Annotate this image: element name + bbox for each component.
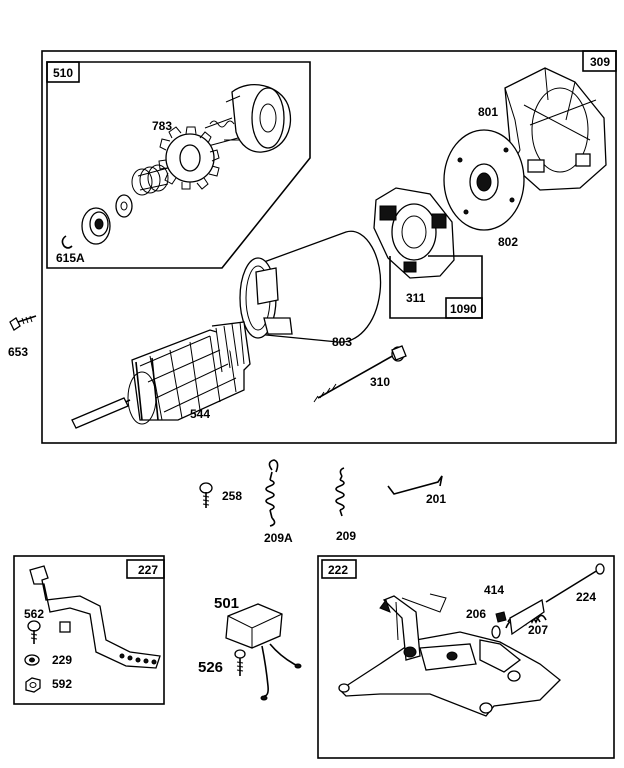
end-plate: [443, 129, 525, 231]
label-258: 258: [222, 489, 242, 503]
retaining-ring-615a: [61, 235, 73, 249]
label-209a: 209A: [264, 531, 293, 545]
box-222-label: 222: [328, 563, 348, 577]
label-783: 783: [152, 119, 172, 133]
label-544: 544: [190, 407, 210, 421]
drive-washer: [115, 194, 133, 218]
drive-kit-frame: [46, 61, 311, 269]
box-309-label: 309: [590, 55, 610, 69]
armature: [71, 321, 251, 429]
label-803: 803: [332, 335, 352, 349]
spring-207: [505, 598, 547, 636]
label-311: 311: [406, 291, 426, 305]
starter-assembly-frame: [41, 50, 617, 444]
box-1090-label: 1090: [450, 302, 477, 316]
drive-pinion-assembly: [158, 84, 292, 190]
spring-209: [335, 467, 345, 517]
label-206: 206: [466, 607, 486, 621]
label-201: 201: [426, 492, 446, 506]
label-209: 209: [336, 529, 356, 543]
box-309-tag: [582, 50, 617, 72]
label-592: 592: [52, 677, 72, 691]
governor-lever: [29, 565, 161, 669]
label-801: 801: [478, 105, 498, 119]
label-653: 653: [8, 345, 28, 359]
governor-lever-frame: [13, 555, 165, 705]
box-227-tag: [126, 559, 165, 579]
drive-spring: [131, 164, 169, 196]
label-501: 501: [214, 595, 239, 612]
nut-592: [25, 677, 41, 693]
screw-526: [234, 649, 246, 676]
drive-stop-nut: [81, 207, 111, 245]
box-227-label: 227: [138, 563, 158, 577]
label-615a: 615A: [56, 251, 85, 265]
bolt-653: [9, 315, 37, 331]
box-510-tag: [46, 61, 80, 83]
screw-562: [27, 620, 41, 644]
box-510-label: 510: [53, 66, 73, 80]
rectifier-501: [225, 603, 302, 701]
label-562: 562: [24, 607, 44, 621]
box-222-tag: [321, 559, 357, 579]
label-207: 207: [528, 623, 548, 637]
label-224: 224: [576, 590, 596, 604]
brush-holder: [373, 187, 455, 279]
control-bracket: [338, 593, 561, 717]
label-229: 229: [52, 653, 72, 667]
through-bolt: [313, 345, 407, 403]
box-1090-tag: [445, 297, 483, 319]
label-526: 526: [198, 659, 223, 676]
spring-209a: [265, 459, 279, 527]
label-310: 310: [370, 375, 390, 389]
label-414: 414: [484, 583, 504, 597]
washer-206: [491, 625, 501, 639]
nut-414: [495, 611, 507, 623]
link-201: [387, 475, 443, 495]
field-housing: [239, 230, 382, 343]
throttle-cable-224: [545, 563, 605, 603]
label-802: 802: [498, 235, 518, 249]
control-bracket-frame: [317, 555, 615, 759]
screw-258: [199, 482, 213, 508]
washer-229: [24, 654, 40, 666]
